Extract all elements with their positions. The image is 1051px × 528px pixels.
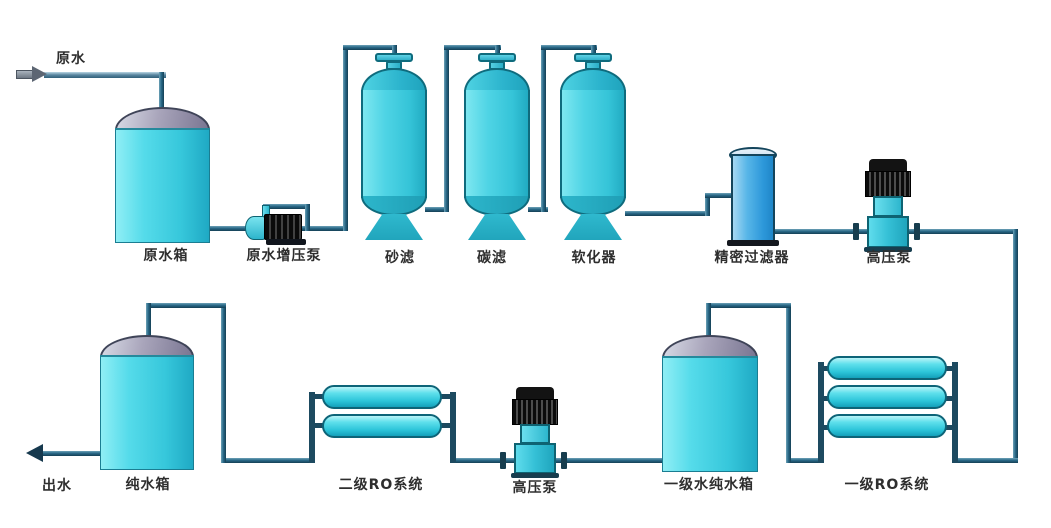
stage1-tank-body: [662, 356, 758, 472]
pipe: [159, 72, 164, 112]
pipe: [541, 45, 597, 50]
pipe: [42, 451, 102, 456]
pump2-flange-right: [561, 452, 567, 469]
pump1-neck: [873, 196, 903, 217]
label-high-pressure-pump-1: 高压泵: [866, 250, 912, 266]
label-stage1-ro-system: 一级RO系统: [844, 477, 930, 493]
ro1-membrane-tube: [827, 414, 947, 438]
pure-water-tank-dome: [100, 335, 194, 357]
pipe: [953, 458, 1018, 463]
pipe: [705, 193, 735, 198]
ro1-stub: [944, 396, 954, 401]
pipe: [221, 458, 313, 463]
ro1-stub: [944, 366, 954, 371]
pump2-motor-cap: [516, 387, 554, 400]
raw-water-tank-body: [115, 128, 210, 243]
ro2-stub: [309, 423, 324, 428]
pipe: [343, 45, 397, 50]
pump1-flange-right: [914, 223, 920, 240]
ro1-right-header: [952, 362, 958, 463]
pump2-base: [511, 473, 559, 478]
pipe: [146, 303, 226, 308]
carbon-filter-body: [464, 90, 530, 198]
precision-filter-base: [727, 240, 779, 246]
label-softener: 软化器: [571, 250, 617, 266]
label-water-outlet: 出水: [42, 478, 72, 494]
pipe: [425, 207, 449, 212]
raw-water-tank-dome: [115, 107, 210, 130]
ro1-stub: [818, 425, 830, 430]
booster-pump-base: [266, 239, 306, 245]
pipe: [221, 303, 226, 463]
pipe: [444, 45, 501, 50]
precision-filter-body: [731, 154, 775, 242]
pipe: [263, 204, 310, 209]
ro1-stub: [818, 396, 830, 401]
pump2-flange-left: [500, 452, 506, 469]
booster-pump-motor: [264, 214, 302, 240]
pipe: [343, 45, 348, 231]
carbon-filter-dome: [464, 68, 530, 92]
pipe: [305, 204, 310, 231]
pipe: [786, 303, 791, 463]
label-booster-pump: 原水增压泵: [246, 248, 322, 264]
inlet-arrow-icon: [32, 66, 47, 82]
ro1-stub: [818, 366, 830, 371]
label-stage1-pure-water-tank: 一级水纯水箱: [664, 477, 754, 493]
label-raw-water: 原水: [56, 51, 86, 67]
ro2-membrane-tube: [322, 414, 442, 438]
pump2-neck: [520, 424, 550, 444]
pure-water-tank-body: [100, 355, 194, 470]
pipe: [706, 303, 711, 343]
pipe: [706, 303, 791, 308]
pipe: [455, 458, 664, 463]
ro2-stub: [440, 423, 452, 428]
pipe: [705, 193, 710, 216]
label-precision-filter: 精密过滤器: [714, 250, 790, 266]
outlet-arrow-icon: [26, 444, 43, 462]
softener-body: [560, 90, 626, 198]
label-carbon-filter: 碳滤: [477, 250, 507, 266]
carbon-filter-bottom: [464, 196, 530, 216]
ro2-right-header: [450, 392, 456, 463]
carbon-filter-skirt: [468, 214, 526, 240]
pump2-body: [514, 443, 556, 474]
label-raw-water-tank: 原水箱: [143, 248, 189, 264]
sand-filter-dome: [361, 68, 427, 92]
pipe: [786, 458, 822, 463]
pipe: [146, 303, 151, 343]
softener-bottom: [560, 196, 626, 216]
pump1-base: [864, 247, 912, 252]
pump1-body: [867, 216, 909, 248]
label-high-pressure-pump-2: 高压泵: [512, 480, 558, 496]
pump2-motor-ribs: [512, 399, 558, 425]
ro1-membrane-tube: [827, 385, 947, 409]
pipe: [444, 45, 449, 212]
ro1-stub: [944, 425, 954, 430]
pump1-flange-left: [853, 223, 859, 240]
ro2-stub: [440, 394, 452, 399]
pipe: [528, 207, 548, 212]
softener-skirt: [564, 214, 622, 240]
ro1-left-header: [818, 362, 824, 463]
pipe: [541, 45, 546, 212]
pipe: [625, 211, 710, 216]
sand-filter-bottom: [361, 196, 427, 216]
label-sand-filter: 砂滤: [385, 250, 415, 266]
pipe: [44, 72, 166, 78]
ro1-membrane-tube: [827, 356, 947, 380]
softener-dome: [560, 68, 626, 92]
pipe: [1013, 229, 1018, 463]
pump1-motor-cap: [869, 159, 907, 172]
ro2-membrane-tube: [322, 385, 442, 409]
sand-filter-skirt: [365, 214, 423, 240]
stage1-tank-dome: [662, 335, 758, 358]
label-pure-water-tank: 纯水箱: [125, 477, 171, 493]
sand-filter-body: [361, 90, 427, 198]
pump1-motor-ribs: [865, 171, 911, 197]
ro2-stub: [309, 394, 324, 399]
label-stage2-ro-system: 二级RO系统: [338, 477, 424, 493]
